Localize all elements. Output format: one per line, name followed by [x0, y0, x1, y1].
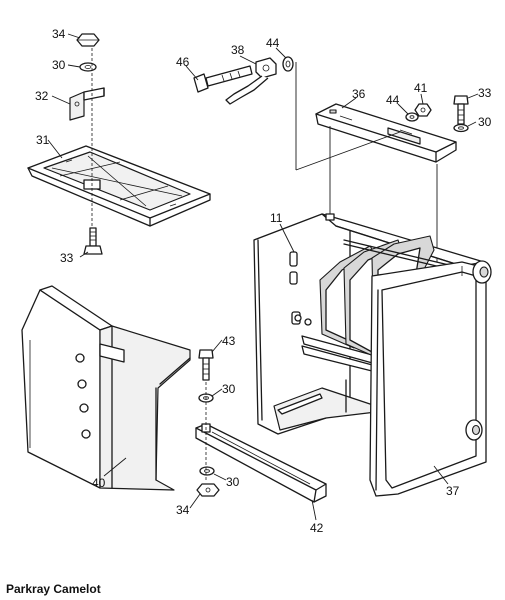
callout-43: 43: [222, 334, 236, 348]
callout-30-right: 30: [478, 115, 492, 129]
callout-44-right: 44: [386, 93, 400, 107]
part-34-nut-bottom: [196, 483, 220, 497]
part-38-lever: [225, 57, 277, 105]
part-44-washer-top: [282, 56, 294, 72]
callout-33-left: 33: [60, 251, 74, 265]
callout-42: 42: [310, 521, 324, 535]
diagram-caption: Parkray Camelot: [6, 582, 101, 596]
part-33-bolt-right: [453, 95, 469, 125]
callout-44-top: 44: [266, 36, 280, 50]
part-40-side-panel: [21, 285, 191, 491]
part-31-base-plate: [27, 145, 211, 227]
callout-34-bottom: 34: [176, 503, 190, 517]
callout-34-top: 34: [52, 27, 66, 41]
part-37-boiler-body: [253, 213, 492, 497]
callout-31: 31: [36, 133, 50, 147]
part-44-washer-right: [405, 112, 419, 122]
callout-33-right: 33: [478, 86, 492, 100]
callout-41: 41: [414, 81, 428, 95]
part-30-washer-top: [79, 62, 97, 72]
callout-32: 32: [35, 89, 49, 103]
part-32-bracket: [69, 87, 105, 121]
part-43-bolt: [198, 349, 214, 381]
callout-30-top: 30: [52, 58, 66, 72]
part-30-washer-low: [199, 466, 215, 476]
callout-11: 11: [270, 211, 283, 225]
part-41-nut: [414, 103, 432, 117]
part-34-nut-top: [76, 33, 100, 47]
part-33-bolt-left: [83, 227, 103, 255]
assembly-guide-lines: [295, 62, 438, 262]
leader-lines: [47, 33, 479, 521]
callout-40: 40: [92, 476, 106, 490]
part-36-top-bracket: [315, 103, 457, 163]
callout-numbers: 34 30 32 31 33 46 38 44 36 44 41 33 30 1…: [35, 27, 492, 535]
callout-30-mid: 30: [222, 382, 236, 396]
callout-38: 38: [231, 43, 245, 57]
callout-46: 46: [176, 55, 190, 69]
callout-37: 37: [446, 484, 460, 498]
part-30-washer-right: [453, 123, 469, 133]
callout-30-low: 30: [226, 475, 240, 489]
part-46-bolt: [193, 65, 253, 93]
callout-36: 36: [352, 87, 366, 101]
